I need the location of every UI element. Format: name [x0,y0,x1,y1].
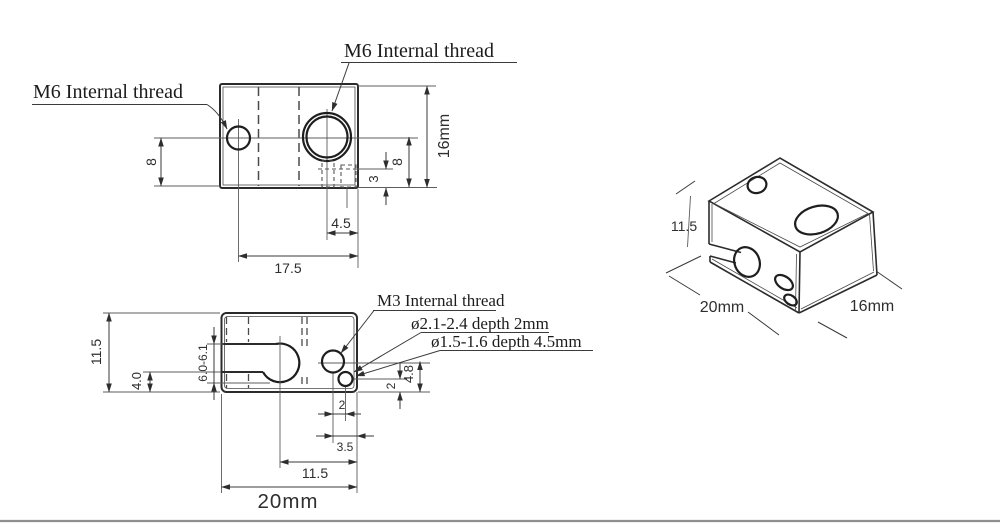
front-dim-sensor-height: 3 [366,152,389,205]
bottom-dim-center-to-edge: 11.5 [279,459,358,481]
m6-side-hole [225,125,252,151]
bottom-dim-m3-height: 4.8 [358,361,430,393]
m3-label-text: M3 Internal thread [377,291,505,310]
iso-top-holes [746,175,840,236]
iso-dim-width: 20mm [668,275,780,336]
bottom-dim-block-width: 20mm [221,394,358,513]
dim-hole-to-edge: 4.5 [331,215,351,231]
bottom-view: 11.5 4.0 6.0-6.1 4.8 2 [88,291,593,513]
iso-dim-depth-text: 16mm [850,298,894,315]
bottom-dim-slot-diameter: 6.0-6.1 [196,327,270,400]
iso-dim-depth: 16mm [817,270,903,339]
dim-hole-height-right: 8 [389,158,405,166]
front-view: 8 8 3 16mm 4.5 17.5 M6 Internal thr [32,40,517,276]
iso-keyhole-slot [708,243,762,278]
dim-sensor-height: 3 [366,175,381,182]
dim-block-height: 16mm [436,114,453,158]
dim-hole-span: 17.5 [274,260,301,276]
dim-center-to-edge: 11.5 [302,465,328,481]
label-m6-top: M6 Internal thread [331,40,517,112]
bottom-dim-block-depth: 11.5 [88,312,220,393]
label-m3-thread: M3 Internal thread [340,291,505,354]
hole-a-label-text: ø2.1-2.4 depth 2mm [411,314,549,333]
m3-thread-hole [320,349,346,374]
front-dim-hole-height-left: 8 [143,137,220,187]
iso-side-holes [774,273,798,307]
iso-block-outline [707,157,878,314]
iso-dim-height-text: 11.5 [671,218,697,234]
dim-block-width: 20mm [258,490,319,513]
front-dim-hole-to-edge: 4.5 [326,189,359,268]
dim-block-depth: 11.5 [88,339,104,365]
dim-m3-to-edge: 3.5 [337,440,354,454]
dim-hole-gap: 2 [339,398,346,412]
front-dim-block-height: 16mm [358,85,453,188]
dim-sensor-edge: 2 [384,382,398,389]
dim-slot-diameter: 6.0-6.1 [196,344,210,382]
label-hole-a: ø2.1-2.4 depth 2mm [353,314,549,373]
bottom-view-block-outline [220,312,358,393]
m6-top-label-text: M6 Internal thread [344,40,494,62]
front-dim-hole-span: 17.5 [238,253,359,276]
dim-slot-offset: 4.0 [129,372,144,390]
dim-m3-height: 4.8 [401,365,416,383]
iso-dim-height: 11.5 [665,180,702,274]
bottom-dim-sensor-edge: 2 [384,362,403,409]
hole-b-label-text: ø1.5-1.6 depth 4.5mm [431,332,582,351]
bottom-dim-m3-to-edge: 3.5 [316,392,374,468]
dim-hole-height-left: 8 [143,158,159,166]
m6-main-hole [301,111,353,163]
label-hole-b: ø1.5-1.6 depth 4.5mm [355,332,593,377]
front-view-block-outline [219,83,359,189]
bottom-view-centerlines [279,336,430,468]
iso-view: 11.5 20mm 16mm [665,157,903,339]
keyhole-slot [222,342,301,384]
hidden-sensor-holes [318,160,358,188]
bottom-dim-slot-offset: 4.0 [129,371,221,393]
front-dim-hole-height-right: 8 [358,136,437,188]
m6-left-label-text: M6 Internal thread [33,81,183,103]
front-view-centerlines [154,109,418,262]
label-m6-left: M6 Internal thread [32,81,228,130]
bottom-dim-hole-gap: 2 [318,398,361,417]
iso-dim-width-text: 20mm [700,299,744,316]
thermistor-hole [337,370,354,388]
